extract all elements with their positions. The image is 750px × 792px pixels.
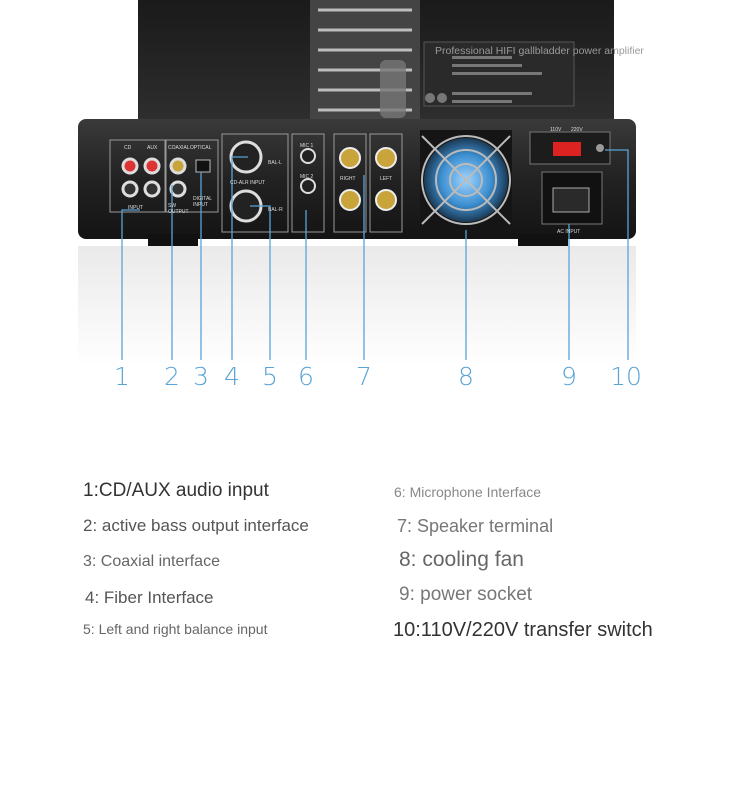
legend-item-4: 4: Fiber Interface [85, 588, 214, 607]
label-coaxial: COAXIAL [168, 145, 190, 151]
callout-9: 9 [561, 362, 577, 391]
callout-4: 4 [224, 362, 240, 391]
label-ac-input: AC INPUT [557, 229, 581, 235]
legend-item-10: 10:110V/220V transfer switch [393, 619, 653, 641]
label-220v: 220V [571, 127, 583, 133]
legend-item-3: 3: Coaxial interface [83, 553, 220, 570]
label-right: RIGHT [340, 176, 356, 182]
callout-7: 7 [356, 362, 372, 391]
legend-item-8: 8: cooling fan [399, 548, 524, 571]
callout-3: 3 [193, 362, 209, 391]
label-sw-output: SW OUTPUT [168, 203, 189, 215]
label-input: INPUT [128, 205, 143, 211]
amplifier-rear-photo [78, 0, 636, 366]
callout-5: 5 [262, 362, 278, 391]
label-bal-r: BAL-R [268, 207, 283, 213]
legend-item-2: 2: active bass output interface [83, 516, 309, 535]
label-optical: OPTICAL [190, 145, 212, 151]
legend-item-5: 5: Left and right balance input [83, 621, 268, 637]
label-110v: 110V [550, 127, 562, 133]
label-bal-l: BAL-L [268, 160, 282, 166]
callout-10: 10 [610, 362, 642, 391]
legend-item-9: 9: power socket [399, 584, 533, 605]
label-cd: CD [124, 145, 132, 151]
label-digital-input: DIGITAL INPUT [193, 196, 212, 208]
callout-1: 1 [114, 362, 130, 391]
label-mic1: MIC 1 [300, 143, 314, 149]
plate-caption: Professional HIFI gallbladder power ampl… [435, 45, 644, 57]
callout-8: 8 [458, 362, 474, 391]
label-mic2: MIC 2 [300, 174, 314, 180]
callout-2: 2 [164, 362, 180, 391]
label-cd-alr-input: CD-ALR INPUT [230, 180, 266, 186]
callout-6: 6 [298, 362, 314, 391]
legend-item-6: 6: Microphone Interface [394, 484, 542, 500]
label-aux: AUX [147, 145, 158, 151]
legend-item-1: 1:CD/AUX audio input [83, 480, 269, 501]
legend-item-7: 7: Speaker terminal [397, 516, 554, 536]
label-left: LEFT [380, 176, 393, 182]
